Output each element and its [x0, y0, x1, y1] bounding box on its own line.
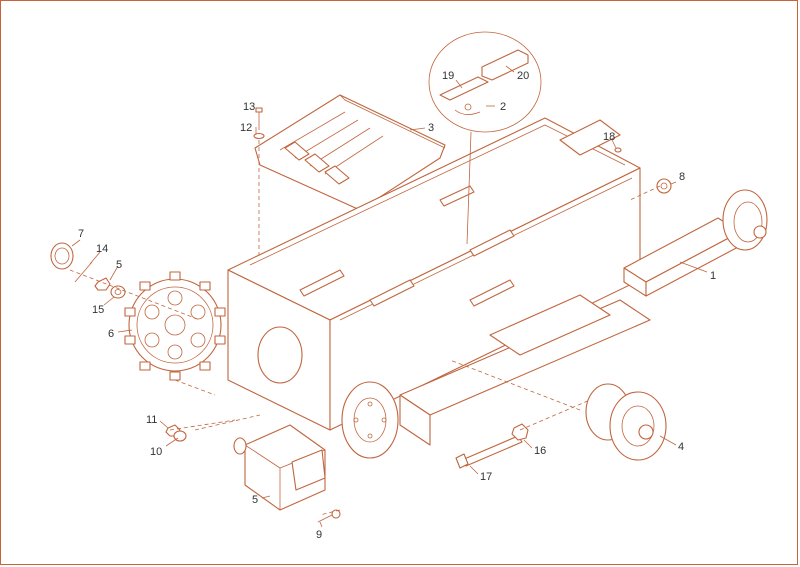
label-part-18: 18 — [603, 131, 615, 143]
label-part-16: 16 — [534, 445, 546, 457]
part-8-bushing — [656, 178, 672, 194]
part-3-cover-plate — [254, 94, 446, 211]
leader-lines — [71, 65, 708, 528]
assembly-dash-lines — [69, 185, 661, 516]
label-part-20: 20 — [517, 70, 529, 82]
part-6-sprocket — [124, 271, 226, 381]
label-part-10: 10 — [150, 446, 162, 458]
label-part-19: 19 — [442, 70, 454, 82]
front-idler-wheel — [722, 189, 768, 251]
main-frame — [227, 117, 641, 431]
label-part-5-motor: 5 — [252, 494, 258, 506]
label-part-13: 13 — [243, 101, 255, 113]
label-part-15: 15 — [92, 304, 104, 316]
label-part-3: 3 — [428, 122, 434, 134]
part-12-washer — [253, 132, 265, 140]
label-part-9: 9 — [316, 529, 322, 541]
part-13-bolt — [255, 107, 263, 130]
part-15-washer — [110, 285, 126, 299]
label-part-4: 4 — [678, 441, 684, 453]
part-14-cotter-pin — [74, 261, 93, 283]
part-labels: 1 2 3 4 5 5 6 7 8 9 10 11 12 13 14 15 16… — [78, 70, 716, 541]
part-1-tube — [623, 217, 741, 297]
label-part-6: 6 — [108, 328, 114, 340]
label-part-7: 7 — [78, 228, 84, 240]
part-5-nut-small — [94, 277, 111, 291]
part-5-motor — [233, 424, 326, 511]
part-18-pin — [614, 147, 622, 153]
label-part-12: 12 — [240, 122, 252, 134]
part-7-cap — [50, 242, 74, 270]
bottom-tube — [399, 294, 651, 446]
part-16-nut — [511, 423, 529, 441]
label-part-17: 17 — [480, 471, 492, 483]
part-9-bolt — [317, 509, 341, 523]
label-part-1: 1 — [710, 270, 716, 282]
label-part-8: 8 — [679, 171, 685, 183]
label-part-14: 14 — [96, 243, 108, 255]
rear-roller-housing — [341, 381, 399, 459]
label-part-2: 2 — [500, 101, 506, 113]
part-4-roller — [585, 383, 667, 461]
part-17-long-bolt — [455, 435, 523, 469]
label-part-5-nut: 5 — [116, 259, 122, 271]
detail-callout — [428, 31, 542, 245]
label-part-11: 11 — [146, 414, 157, 426]
